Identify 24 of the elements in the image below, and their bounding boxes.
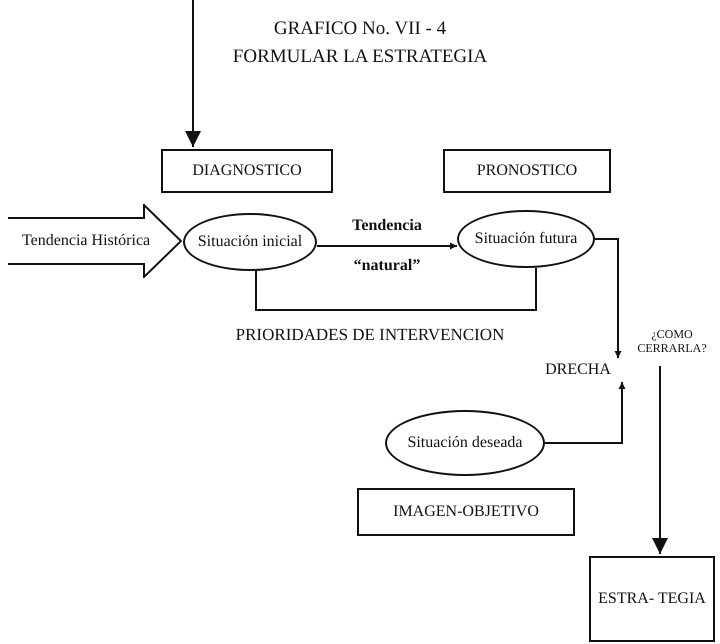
arrow (652, 366, 668, 554)
block-arrow (8, 204, 182, 278)
node-text: PRONOSTICO (476, 162, 578, 180)
objective-box (357, 488, 575, 536)
subtitle: FORMULAR LA ESTRATEGIA (232, 46, 488, 68)
node-text: DIAGNOSTICO (192, 162, 302, 180)
node-text: Situación inicial (198, 232, 302, 252)
arrow (185, 0, 201, 147)
prognosis-box (443, 149, 611, 193)
gap-label: DRECHA (545, 360, 611, 380)
arrow (545, 382, 626, 444)
node-text: Situación futura (474, 230, 578, 248)
node-text: Tendencia Histórica (22, 232, 150, 250)
strategy-box (589, 556, 715, 642)
arrow (595, 238, 622, 358)
question-text: ¿COMO CERRARLA? (636, 328, 708, 356)
diagnosis-box (161, 149, 333, 193)
node-text: Situación deseada (407, 434, 523, 452)
title: GRAFICO No. VII - 4 (272, 18, 448, 40)
node-text: ESTRA- TEGIA (598, 590, 706, 608)
edge-label: Tendencia “natural” (351, 216, 423, 276)
heading-text: PRIORIDADES DE INTERVENCION (234, 325, 506, 345)
node-text: IMAGEN-OBJETIVO (393, 502, 539, 522)
arrow (317, 242, 457, 250)
